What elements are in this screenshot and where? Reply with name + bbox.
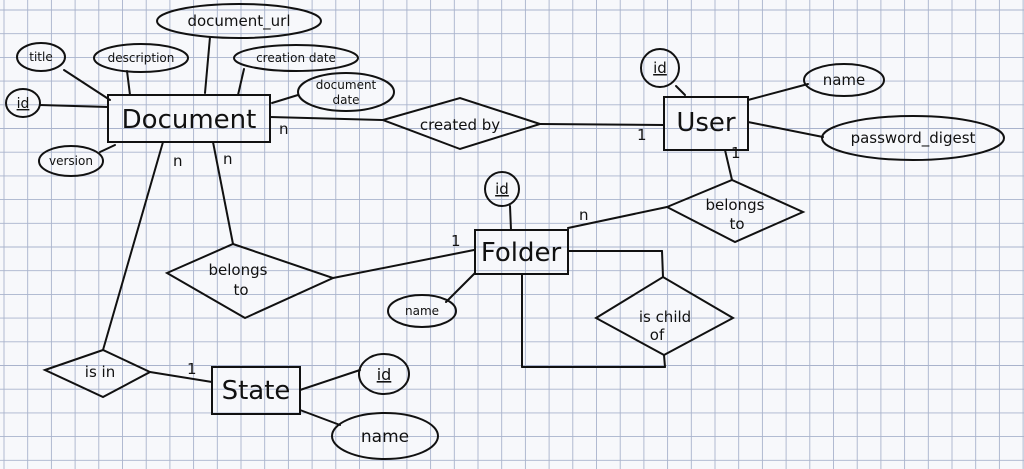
attribute-state-name-label: name [361, 427, 409, 447]
entity-user-label: User [676, 108, 736, 138]
attribute-user-password-digest: password_digest [821, 115, 1005, 161]
attribute-state-id-label: id [377, 365, 392, 384]
cardinality-doc-is-in: n [173, 152, 183, 170]
entity-folder-label: Folder [481, 238, 562, 268]
attribute-document-title: title [16, 42, 66, 72]
attribute-state-name: name [331, 412, 439, 460]
attribute-user-id-label: id [653, 59, 667, 77]
cardinality-doc-created-by: n [279, 120, 289, 138]
attribute-document-description: description [93, 43, 189, 73]
entity-folder: Folder [474, 229, 569, 275]
attribute-document-creation-date-label: creation date [256, 51, 336, 65]
entity-state: State [211, 366, 301, 415]
relationship-belongs-to-user: belongs to [664, 178, 806, 244]
attribute-folder-name: name [387, 294, 457, 328]
relationship-belongs-to-user-label-1: belongs [706, 196, 765, 214]
attribute-document-date: document date [297, 72, 395, 112]
cardinality-labels: n 1 1 n n n 1 1 [173, 120, 741, 378]
attribute-document-version: version [38, 145, 104, 177]
attribute-document-creation-date: creation date [233, 44, 359, 72]
cardinality-folder-belongs-doc: 1 [451, 232, 461, 250]
attribute-document-url-label: document_url [187, 12, 290, 31]
relationship-is-child-of-label-1: is child [639, 308, 691, 326]
attribute-document-id-label: id [17, 96, 30, 112]
attribute-document-url: document_url [156, 3, 322, 39]
relationship-belongs-to-folder: belongs to [164, 242, 336, 320]
entity-user: User [663, 96, 749, 151]
cardinality-doc-belongs-folder: n [223, 150, 233, 168]
attribute-user-name: name [803, 63, 885, 97]
attribute-user-id: id [640, 48, 680, 88]
attribute-folder-id: id [484, 171, 520, 207]
relationship-belongs-to-user-label-2: to [729, 215, 744, 233]
relationship-is-child-of-label-2: of [650, 326, 665, 344]
attribute-document-date-label-2: date [332, 93, 359, 107]
attribute-state-id: id [358, 353, 410, 395]
relationship-is-in: is in [42, 348, 153, 399]
relationship-belongs-to-folder-label-2: to [233, 281, 248, 299]
relationship-belongs-to-folder-label-1: belongs [209, 261, 268, 279]
attribute-document-title-label: title [29, 50, 52, 64]
attribute-user-name-label: name [823, 71, 866, 89]
attribute-folder-id-label: id [495, 180, 509, 198]
cardinality-user-created-by: 1 [637, 126, 647, 144]
cardinality-folder-belongs-user: n [579, 206, 589, 224]
entity-document: Document [107, 94, 271, 143]
relationship-is-child-of: is child of [594, 275, 736, 357]
cardinality-state-is-in: 1 [187, 360, 197, 378]
attribute-folder-name-label: name [405, 304, 439, 318]
entity-state-label: State [222, 376, 291, 406]
attribute-document-version-label: version [49, 154, 93, 168]
entity-document-label: Document [122, 105, 257, 135]
relationship-created-by-label: created by [420, 116, 500, 134]
attribute-document-id: id [5, 88, 41, 118]
attribute-document-date-label-1: document [316, 78, 377, 92]
attribute-document-description-label: description [108, 51, 175, 65]
relationship-is-in-label: is in [85, 363, 115, 381]
attribute-user-password-digest-label: password_digest [851, 129, 976, 148]
relationship-created-by: created by [379, 96, 544, 151]
cardinality-user-belongs: 1 [731, 144, 741, 162]
connector-lines [39, 36, 824, 426]
